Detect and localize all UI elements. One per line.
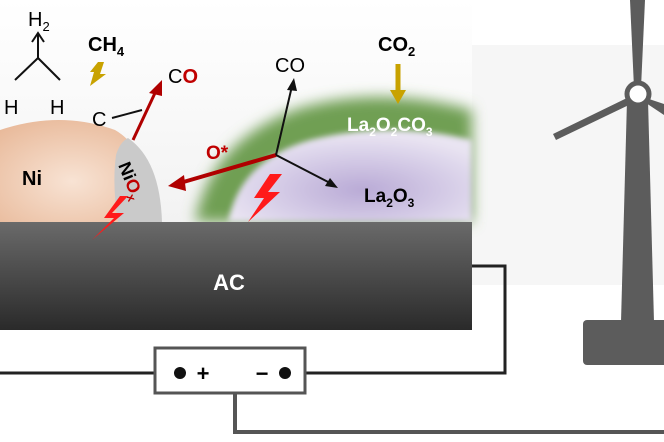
la2o2co3-label: La2O2CO3	[347, 115, 433, 139]
ch4-arrow	[90, 62, 106, 86]
ac-support	[0, 222, 472, 330]
h-left-label: H	[4, 97, 18, 119]
power-supply-icon: + −	[153, 346, 307, 395]
o-star-label: O*	[206, 143, 229, 164]
niox-layer	[114, 138, 162, 222]
wind-turbine-icon	[553, 0, 664, 365]
c-label: C	[92, 109, 106, 131]
plus-terminal-label: +	[197, 361, 210, 386]
ch4-label: CH4	[88, 34, 125, 59]
wire-turbine	[233, 393, 664, 434]
minus-terminal-label: −	[256, 361, 269, 386]
ni-label: Ni	[22, 168, 42, 190]
co2-label: CO2	[378, 34, 415, 59]
h-bond-right	[37, 57, 61, 81]
spark-icon	[248, 174, 282, 222]
co-left-label: CO	[168, 66, 198, 88]
ac-label: AC	[213, 270, 245, 295]
niox-label: NiOx	[112, 159, 148, 204]
co-mid-label: CO	[275, 55, 305, 77]
h-right-label: H	[50, 97, 64, 119]
co-formation-arrow	[131, 92, 157, 141]
h-bond-left	[14, 57, 39, 81]
la2o3-core	[228, 130, 472, 222]
h2-label: H2	[28, 9, 50, 34]
oxygen-transfer-arrow	[179, 153, 277, 185]
wire-right	[290, 264, 507, 375]
la2o3-label: La2O3	[364, 186, 415, 210]
spark-icon	[92, 196, 128, 240]
